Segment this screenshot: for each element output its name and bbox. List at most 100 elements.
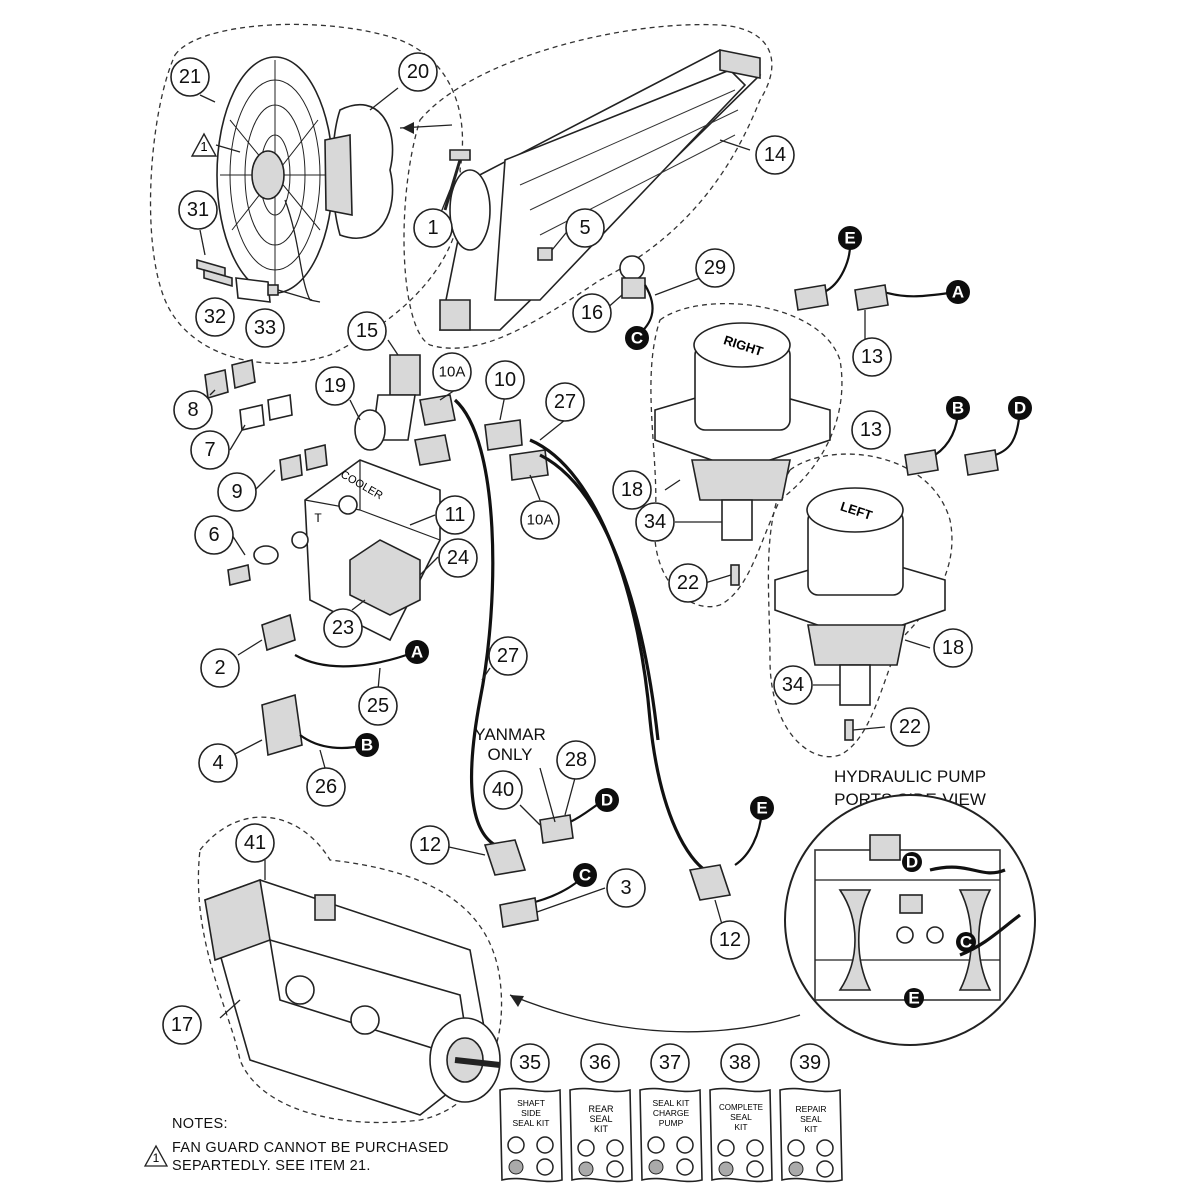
connector-b-mid[interactable]: B — [355, 733, 379, 757]
seal-kit-37-line3: PUMP — [659, 1118, 684, 1128]
callout-18-right[interactable]: 18 — [612, 470, 652, 510]
callout-26[interactable]: 26 — [306, 767, 346, 807]
svg-text:2: 2 — [214, 657, 225, 679]
callout-13-top[interactable]: 13 — [852, 337, 892, 377]
callout-6[interactable]: 6 — [194, 515, 234, 555]
connector-a-mid[interactable]: A — [405, 640, 429, 664]
callout-19[interactable]: 19 — [315, 366, 355, 406]
connector-e-top[interactable]: E — [838, 226, 862, 250]
svg-text:C: C — [960, 933, 972, 952]
connector-d-inset[interactable]: D — [902, 852, 922, 872]
callout-1[interactable]: 1 — [413, 208, 453, 248]
callout-5[interactable]: 5 — [565, 208, 605, 248]
hose-fittings — [483, 284, 999, 928]
callout-12-left[interactable]: 12 — [410, 825, 450, 865]
callout-18-left[interactable]: 18 — [933, 628, 973, 668]
svg-text:31: 31 — [187, 199, 209, 221]
callout-10[interactable]: 10 — [485, 360, 525, 400]
callout-40[interactable]: 40 — [483, 770, 523, 810]
svg-text:22: 22 — [899, 716, 921, 738]
callout-31[interactable]: 31 — [178, 190, 218, 230]
callout-7[interactable]: 7 — [190, 430, 230, 470]
callout-29[interactable]: 29 — [695, 248, 735, 288]
seal-kit-39-line3: KIT — [804, 1124, 817, 1134]
connector-a-top[interactable]: A — [946, 280, 970, 304]
callout-17[interactable]: 17 — [162, 1005, 202, 1045]
callout-22-left[interactable]: 22 — [890, 707, 930, 747]
seal-kit-39-number: 39 — [799, 1052, 821, 1074]
callout-24[interactable]: 24 — [438, 538, 478, 578]
svg-text:A: A — [952, 283, 964, 302]
callout-33[interactable]: 33 — [245, 308, 285, 348]
seal-kit-38[interactable]: 38 COMPLETE SEAL KIT — [709, 1043, 773, 1183]
connector-e-inset[interactable]: E — [904, 988, 924, 1008]
pump-boundary — [197, 816, 503, 1124]
fan-assembly-boundary — [149, 23, 464, 364]
left-motor-boundary — [767, 453, 953, 758]
t-port-label: T — [314, 511, 322, 525]
callout-23[interactable]: 23 — [323, 608, 363, 648]
svg-text:29: 29 — [704, 257, 726, 279]
seal-kit-37-number: 37 — [659, 1052, 681, 1074]
svg-text:27: 27 — [497, 645, 519, 667]
callout-10a-bottom[interactable]: 10A — [520, 500, 560, 540]
svg-text:4: 4 — [212, 752, 223, 774]
callout-11[interactable]: 11 — [435, 495, 475, 535]
svg-text:32: 32 — [204, 306, 226, 328]
svg-text:A: A — [411, 643, 423, 662]
svg-text:17: 17 — [171, 1014, 193, 1036]
hose-27-right — [529, 438, 706, 872]
callout-15[interactable]: 15 — [347, 311, 387, 351]
callout-8[interactable]: 8 — [173, 390, 213, 430]
callout-10a-top[interactable]: 10A — [432, 352, 472, 392]
note-number: 1 — [153, 1151, 160, 1165]
callout-16[interactable]: 16 — [572, 293, 612, 333]
seal-kit-35[interactable]: 35 SHAFT SIDE SEAL KIT — [499, 1043, 563, 1183]
callout-28[interactable]: 28 — [556, 740, 596, 780]
connector-c-mid[interactable]: C — [573, 863, 597, 887]
connector-c-top[interactable]: C — [625, 326, 649, 350]
callout-13-left[interactable]: 13 — [851, 410, 891, 450]
svg-text:19: 19 — [324, 375, 346, 397]
callout-22-right[interactable]: 22 — [668, 563, 708, 603]
seal-kit-39[interactable]: 39 REPAIR SEAL KIT — [779, 1043, 843, 1183]
callout-9[interactable]: 9 — [217, 472, 257, 512]
leader-lines — [199, 87, 931, 1019]
notes-line1: FAN GUARD CANNOT BE PURCHASED — [172, 1140, 449, 1156]
connector-b-top[interactable]: B — [946, 396, 970, 420]
seal-kit-37-line2: CHARGE — [653, 1108, 690, 1118]
callout-27-mid[interactable]: 27 — [488, 636, 528, 676]
seal-kit-36[interactable]: 36 REAR SEAL KIT — [569, 1043, 633, 1183]
callout-32[interactable]: 32 — [195, 297, 235, 337]
seal-kit-36-line3: KIT — [594, 1124, 609, 1134]
svg-text:D: D — [601, 791, 613, 810]
callout-3[interactable]: 3 — [606, 868, 646, 908]
callout-41[interactable]: 41 — [235, 823, 275, 863]
notes-block: NOTES: 1 FAN GUARD CANNOT BE PURCHASED S… — [143, 1116, 449, 1174]
connector-d-mid[interactable]: D — [595, 788, 619, 812]
svg-text:E: E — [844, 229, 855, 248]
seal-kit-37[interactable]: 37 SEAL KIT CHARGE PUMP — [639, 1043, 703, 1183]
callout-25[interactable]: 25 — [358, 686, 398, 726]
svg-text:6: 6 — [208, 524, 219, 546]
callout-20[interactable]: 20 — [398, 52, 438, 92]
svg-text:14: 14 — [764, 144, 786, 166]
callout-4[interactable]: 4 — [198, 743, 238, 783]
callout-34-left[interactable]: 34 — [773, 665, 813, 705]
svg-text:23: 23 — [332, 617, 354, 639]
callout-14[interactable]: 14 — [755, 135, 795, 175]
svg-text:1: 1 — [427, 217, 438, 239]
connector-c-inset[interactable]: C — [956, 932, 976, 952]
callout-12-right[interactable]: 12 — [710, 920, 750, 960]
right-drive-motor: RIGHT — [654, 322, 831, 586]
svg-text:13: 13 — [860, 419, 882, 441]
connector-e-mid[interactable]: E — [750, 796, 774, 820]
svg-text:C: C — [631, 329, 643, 348]
connector-d-top[interactable]: D — [1008, 396, 1032, 420]
callout-2[interactable]: 2 — [200, 648, 240, 688]
hydraulic-pump — [204, 878, 501, 1116]
callout-21[interactable]: 21 — [170, 57, 210, 97]
callout-27-top[interactable]: 27 — [545, 382, 585, 422]
callout-34-right[interactable]: 34 — [635, 502, 675, 542]
